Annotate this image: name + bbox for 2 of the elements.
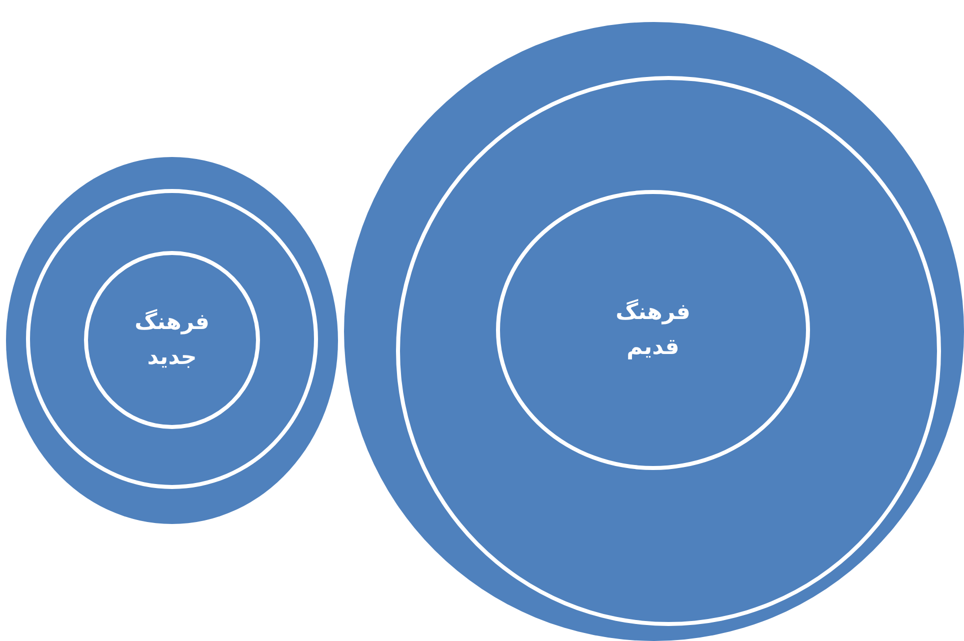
circle-label: فرهنگ جدید [134,308,210,372]
circle-label: فرهنگ قدیم [614,298,692,362]
